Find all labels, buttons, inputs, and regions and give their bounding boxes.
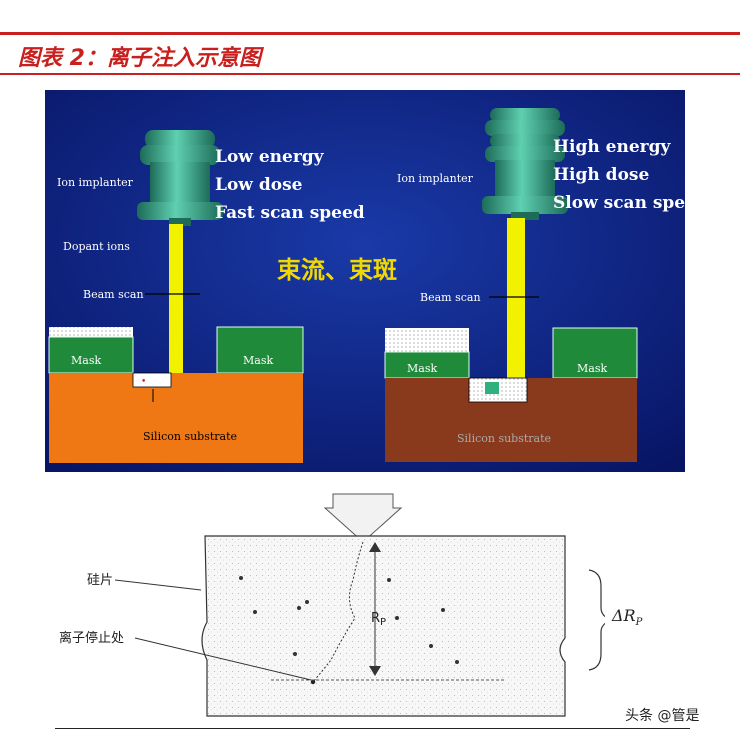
ion-stop-label: 离子停止处 xyxy=(59,630,124,646)
right-param-energy: High energy xyxy=(553,137,672,157)
right-mask-dopant-layer xyxy=(385,328,469,352)
ion-stop-leader-line xyxy=(134,637,312,681)
left-mask-label-1: Mask xyxy=(71,354,101,367)
header-rule-bottom xyxy=(0,73,740,75)
dopant-dots xyxy=(239,576,459,664)
right-substrate-label: Silicon substrate xyxy=(457,432,551,445)
left-beam-scan-label: Beam scan xyxy=(83,288,144,301)
right-beam-scan-label: Beam scan xyxy=(420,291,481,304)
range-diagram-svg: RP 硅片 离子停止处 xyxy=(59,493,613,717)
figure-title: 图表 2：离子注入示意图 xyxy=(18,46,261,71)
watermark: 头条 @管是 xyxy=(625,708,700,724)
right-mask-block-2 xyxy=(552,327,638,379)
wafer-leader-line xyxy=(114,579,202,591)
right-param-scan: Slow scan speed xyxy=(553,193,685,213)
right-implant-spot xyxy=(485,382,499,394)
right-ion-beam xyxy=(507,218,525,400)
right-mask-label-2: Mask xyxy=(577,362,607,375)
left-implant-dot: • xyxy=(141,377,146,387)
rp-arrow-down xyxy=(369,666,381,676)
left-mask-block-2 xyxy=(216,326,304,374)
left-substrate-label: Silicon substrate xyxy=(143,430,237,443)
dopant-ions-label: Dopant ions xyxy=(63,240,130,253)
left-ion-implanter-icon xyxy=(137,130,223,226)
left-param-scan: Fast scan speed xyxy=(215,203,365,223)
right-implanter-label: Ion implanter xyxy=(397,172,474,185)
beam-diagram-svg: Ion implanter Low energy Low dose Fast s… xyxy=(45,90,685,472)
left-param-energy: Low energy xyxy=(215,147,325,167)
right-mask-label-1: Mask xyxy=(407,362,437,375)
header-rule-top xyxy=(0,32,740,35)
left-ion-beam xyxy=(169,224,183,390)
left-mask-label-2: Mask xyxy=(243,354,273,367)
ion-stopping-range-panel: RP 硅片 离子停止处 xyxy=(45,490,613,720)
right-ion-implanter-icon xyxy=(482,108,568,220)
left-implant-region xyxy=(132,372,172,388)
wafer-body xyxy=(201,535,566,717)
left-param-dose: Low dose xyxy=(215,175,303,195)
incoming-ion-arrow xyxy=(323,493,403,543)
wafer-label: 硅片 xyxy=(87,573,113,588)
left-implanter-label: Ion implanter xyxy=(57,176,134,189)
delta-rp-label: ΔRP xyxy=(612,606,643,629)
ion-stop-dot xyxy=(310,679,316,685)
ion-implantation-beam-panel: Ion implanter Low energy Low dose Fast s… xyxy=(45,90,685,472)
left-silicon-substrate xyxy=(49,373,303,463)
rp-arrow-up xyxy=(369,542,381,552)
left-mask-dopant-layer xyxy=(49,327,133,337)
beam-spot-label: 束流、束斑 xyxy=(277,256,397,284)
right-param-dose: High dose xyxy=(553,165,649,185)
rp-label: RP xyxy=(371,611,386,628)
footer-rule xyxy=(55,728,690,729)
delta-rp-brace xyxy=(588,569,613,671)
